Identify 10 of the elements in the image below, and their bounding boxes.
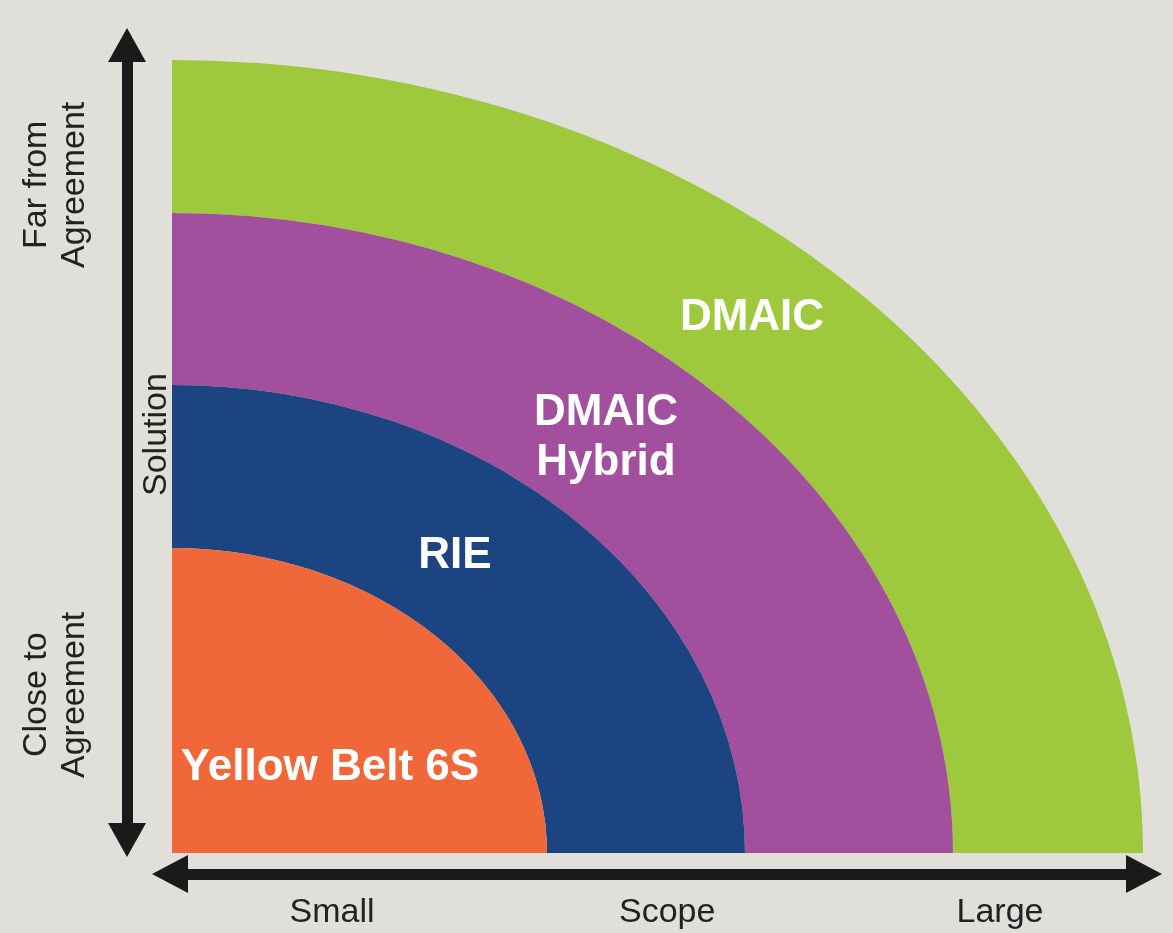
- axis-label: Large: [956, 891, 1044, 929]
- band-label: Yellow Belt 6S: [180, 740, 480, 790]
- axis-label: Small: [289, 891, 375, 929]
- axis-label: Solution: [135, 372, 174, 499]
- band-label: RIE: [417, 528, 493, 578]
- band-label: DMAIC Hybrid: [532, 385, 680, 485]
- band-label: DMAIC: [678, 290, 826, 340]
- axis-label: Scope: [619, 891, 716, 929]
- axis-label: Close to Agreement: [15, 610, 92, 781]
- axis-label: Far from Agreement: [15, 100, 92, 271]
